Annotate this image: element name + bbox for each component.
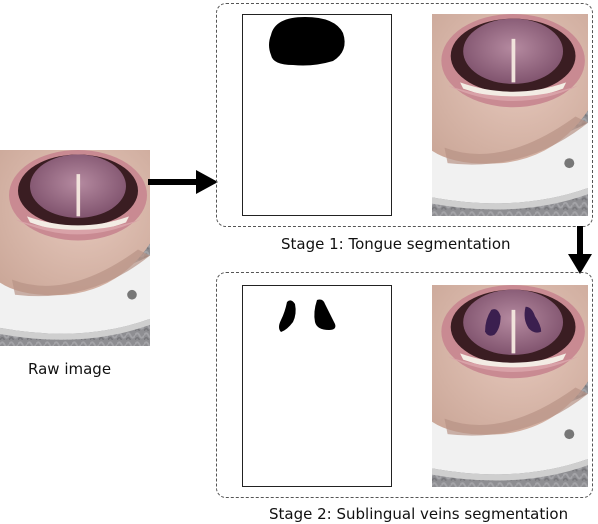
stage2-veins-photo (432, 285, 588, 487)
stage1-label: Stage 1: Tongue segmentation (281, 235, 511, 253)
tongue-mask-shape (269, 17, 345, 66)
raw-image-label: Raw image (28, 360, 112, 378)
stage1-mask-panel (242, 14, 392, 216)
stage1-tongue-photo (432, 14, 588, 216)
stage2-mask-panel (242, 285, 392, 487)
stage2-box (216, 272, 593, 498)
stage2-label: Stage 2: Sublingual veins segmentation (269, 505, 569, 523)
veins-mask-shape (279, 299, 336, 332)
raw-image-photo (0, 150, 150, 346)
stage1-box (216, 3, 593, 227)
down-arrow-icon (568, 226, 592, 274)
right-arrow-icon (148, 170, 218, 194)
